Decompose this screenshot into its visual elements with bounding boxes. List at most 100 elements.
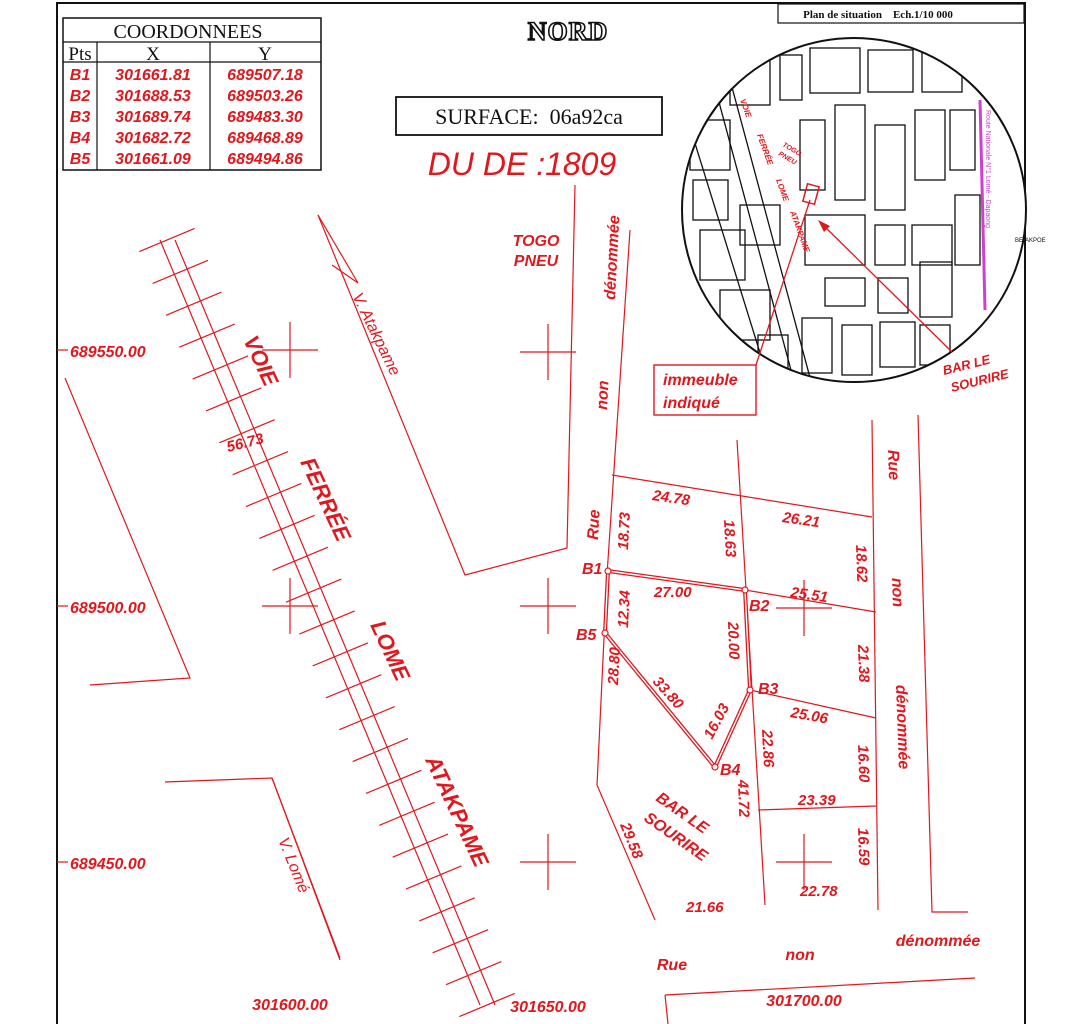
dimension-label: 56.73	[225, 430, 266, 456]
survey-point-marker	[711, 763, 719, 771]
dimension-label: 18.73	[615, 511, 634, 550]
rail-tie	[139, 227, 195, 253]
north-label: NORD	[528, 17, 609, 46]
dimension-label: 25.06	[788, 704, 830, 728]
rail-tie	[379, 801, 435, 826]
coord-table-title: COORDONNEES	[114, 21, 263, 43]
rail-tie	[312, 642, 369, 667]
dimension-label: 16.59	[854, 828, 872, 867]
rail-tie	[285, 578, 342, 603]
rail-tie	[152, 259, 209, 285]
coord-row-y: 689483.30	[227, 109, 303, 126]
immeuble-label: immeuble	[663, 372, 738, 389]
indique-label: indiqué	[663, 395, 720, 412]
coord-row-pt: B1	[70, 67, 91, 84]
rail-tie	[365, 769, 422, 795]
street-label-togo: TOGO	[513, 233, 560, 250]
survey-point-marker	[604, 567, 612, 575]
dimension-label: 28.80	[605, 646, 624, 686]
grid-label-y: 689550.00	[70, 344, 146, 361]
rail-tie	[179, 323, 235, 348]
inset-label-side: BE-AKPOE	[1015, 238, 1046, 244]
dimension-label: 27.00	[653, 584, 692, 601]
survey-point-marker	[601, 629, 609, 637]
coord-header-y: Y	[258, 44, 272, 65]
rail-tie	[245, 482, 302, 508]
point-label-b5: B5	[576, 627, 598, 644]
rail-tie	[299, 610, 355, 635]
dimension-label: 18.63	[720, 519, 739, 558]
rail-tie	[339, 705, 395, 731]
dimension-label: 20.00	[724, 621, 742, 661]
grid-label-y: 689500.00	[70, 600, 146, 617]
coord-row-y: 689468.89	[227, 130, 303, 147]
coord-row-x: 301689.74	[115, 109, 191, 126]
coord-header-x: X	[146, 44, 160, 65]
inset-label-route: Route Nationale N°1 Lomé - Dapaong	[984, 110, 992, 228]
rail-tie	[459, 992, 515, 1018]
parcel-boundary	[601, 567, 754, 771]
grid-label-x: 301650.00	[510, 999, 586, 1016]
street-label-denommee: dénommée	[896, 933, 981, 950]
dimension-label: 23.39	[797, 792, 836, 809]
point-label-b3: B3	[758, 681, 779, 698]
rail-tie	[259, 514, 315, 540]
coord-row-y: 689503.26	[227, 88, 303, 105]
street-label-denommee: dénommée	[892, 685, 912, 770]
dimension-label: 21.66	[685, 899, 724, 916]
coord-row-x: 301661.09	[115, 151, 191, 168]
street-label-pneu: PNEU	[514, 253, 559, 270]
street-label-non: non	[594, 380, 613, 410]
street-label-rue: Rue	[585, 509, 604, 540]
dimension-label: 26.21	[780, 509, 821, 531]
point-label-b4: B4	[720, 762, 741, 779]
coord-row-y: 689494.86	[227, 151, 303, 168]
coord-row-x: 301688.53	[115, 88, 191, 105]
survey-point-marker	[741, 586, 749, 594]
coord-row-pt: B4	[70, 130, 91, 147]
du-de-label: DU DE :1809	[428, 146, 617, 182]
dimension-label: 41.72	[734, 779, 752, 819]
plan-situation-box	[777, 3, 1025, 24]
dimension-label: 21.38	[854, 644, 872, 684]
rail-tie	[272, 546, 329, 571]
coord-row-pt: B2	[70, 88, 91, 105]
grid-crosses	[57, 322, 832, 890]
point-label-b1: B1	[582, 561, 603, 578]
situation-inset: VOIE FERRÉE LOME ATAKPAME TOGO PNEU Rout…	[681, 37, 1046, 383]
grid-label-x: 301700.00	[766, 993, 842, 1010]
rail-tie	[432, 929, 489, 954]
rail-tie	[165, 291, 222, 316]
rail-tie	[352, 737, 409, 763]
coord-row-x: 301682.72	[115, 130, 191, 147]
street-label-rue: Rue	[884, 450, 902, 481]
coord-row-y: 689507.18	[227, 67, 303, 84]
street-label-non: non	[785, 947, 815, 964]
grid-label-x: 301600.00	[252, 997, 328, 1014]
dimension-label: 22.86	[758, 728, 777, 768]
street-label-v-atakpame: V. Atakpame	[348, 290, 403, 378]
coord-row-x: 301661.81	[115, 67, 191, 84]
coord-header-pts: Pts	[68, 44, 91, 65]
rail-tie	[219, 419, 275, 444]
coord-row-pt: B5	[70, 151, 92, 168]
dimension-label: 18.62	[852, 545, 870, 584]
rail-tie	[445, 960, 502, 986]
street-label-ferree: FERRÉE	[295, 454, 356, 547]
coordinate-table: COORDONNEES Pts X Y B1 301661.81 689507.…	[62, 17, 322, 171]
street-label-denommee: dénommée	[602, 215, 623, 300]
street-label-lome: LOME	[365, 617, 415, 686]
rail-tie	[192, 355, 249, 380]
surface-box	[395, 96, 663, 136]
rail-tie	[232, 450, 289, 476]
dimension-label: 22.78	[799, 883, 838, 900]
survey-point-marker	[746, 686, 754, 694]
street-label-v-lome: V. Lomé	[274, 835, 312, 896]
point-label-b2: B2	[749, 598, 770, 615]
immeuble-box	[653, 364, 757, 416]
street-label-non: non	[888, 578, 906, 608]
rail-tie	[392, 833, 449, 858]
dimension-label: 24.78	[650, 487, 691, 509]
dimension-label: 25.51	[788, 584, 829, 606]
surface-label: SURFACE: 06a92ca	[435, 104, 623, 129]
